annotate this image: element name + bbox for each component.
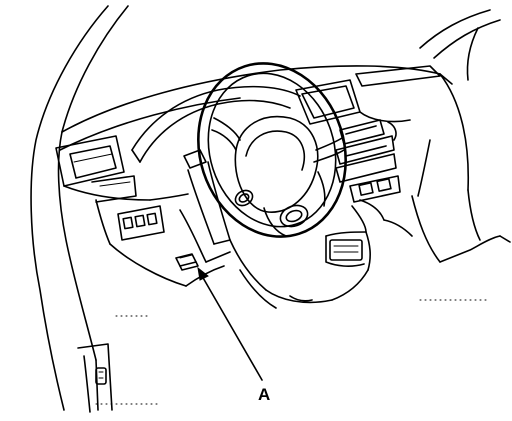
left-door-frame xyxy=(30,5,129,413)
instrument-cluster-hood xyxy=(131,85,301,163)
steering-wheel xyxy=(197,62,347,238)
door-trim-switch xyxy=(77,343,113,411)
data-link-connector xyxy=(175,253,199,271)
callout-arrow xyxy=(197,266,263,381)
right-door-frame xyxy=(411,139,511,263)
knee-bolster xyxy=(109,193,231,287)
right-pillar xyxy=(419,9,501,241)
lower-switches xyxy=(117,205,165,241)
dash-top xyxy=(59,65,453,151)
left-air-vent xyxy=(55,135,125,187)
floor-dotted-lines xyxy=(95,299,491,405)
center-display xyxy=(295,65,441,125)
lower-center-console xyxy=(229,199,413,309)
callout-label-a: A xyxy=(258,385,270,404)
lower-left-dash xyxy=(63,175,151,245)
